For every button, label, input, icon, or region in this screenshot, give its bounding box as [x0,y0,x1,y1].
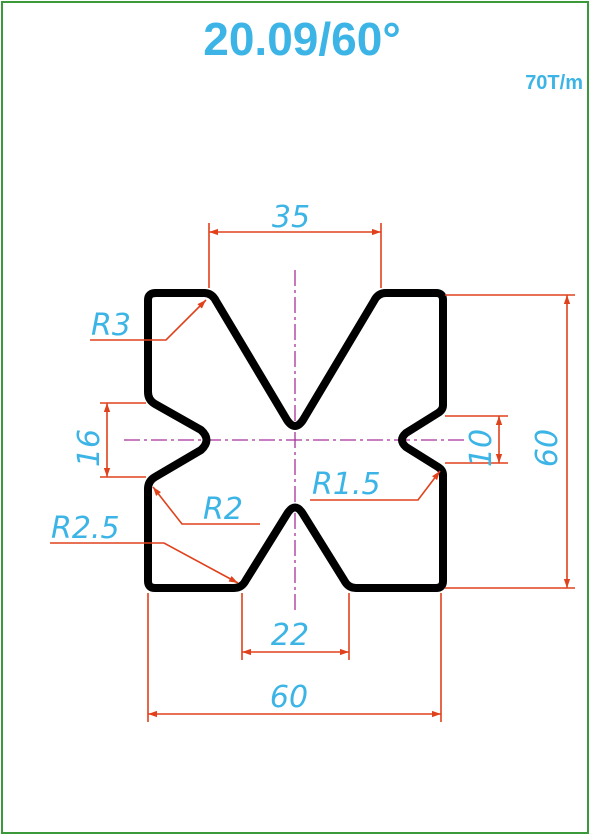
leader-r1-5 [310,470,441,501]
radius-r1-5: R1.5 [312,467,381,502]
radius-r2-5: R2.5 [51,511,120,546]
die-profile [144,289,447,592]
dimension-texts: 35 22 60 60 10 16 R3 R2 R2.5 R1.5 [51,200,565,715]
dim-total-height: 60 [530,429,565,467]
dim-total-width: 60 [270,680,308,715]
dim-bottom-opening: 22 [271,618,309,653]
leader-r3 [90,299,207,341]
die-title: 20.09/60° [203,13,400,65]
centerlines [124,270,466,612]
radius-r3: R3 [91,308,131,343]
dim-right-notch: 10 [464,429,499,467]
capacity-label: 70T/m [525,72,583,94]
dim-left-notch: 16 [72,429,107,467]
radius-r2: R2 [203,492,243,527]
dimension-lines [50,223,575,722]
leader-r2-5 [50,542,239,584]
dim-top-opening: 35 [272,200,310,235]
leader-r2 [152,486,260,525]
